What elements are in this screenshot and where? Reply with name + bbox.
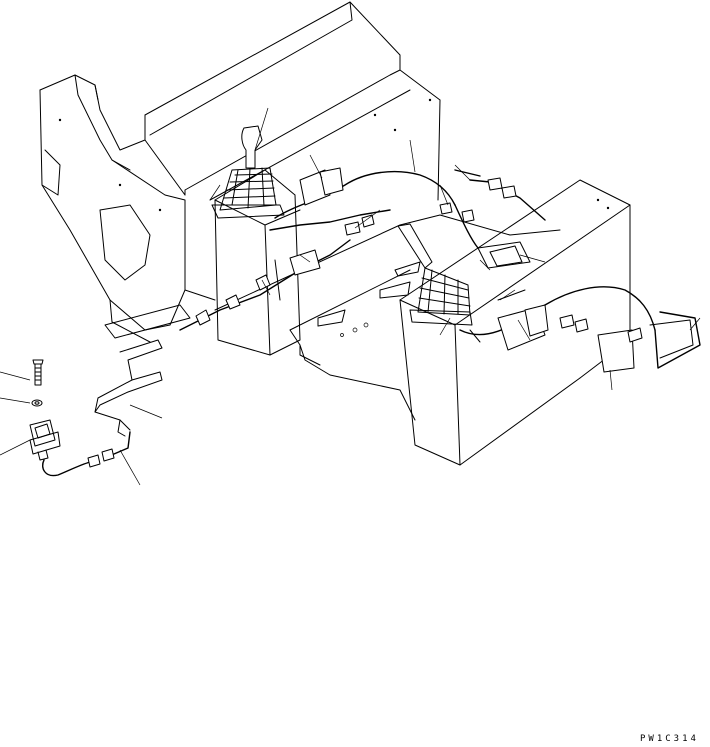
left-console-frame (40, 75, 190, 342)
right-lever (398, 224, 472, 325)
rear-cover-box (145, 2, 440, 300)
drawing-code-label: PW1C314 (640, 734, 699, 744)
left-wire-harness (180, 168, 455, 330)
limit-switch-assembly (30, 360, 130, 476)
right-wire-harness (440, 170, 700, 372)
leader-lines (0, 108, 700, 485)
mounting-bracket (95, 340, 162, 436)
floor-plate (215, 215, 560, 420)
detail-dots (58, 98, 610, 212)
